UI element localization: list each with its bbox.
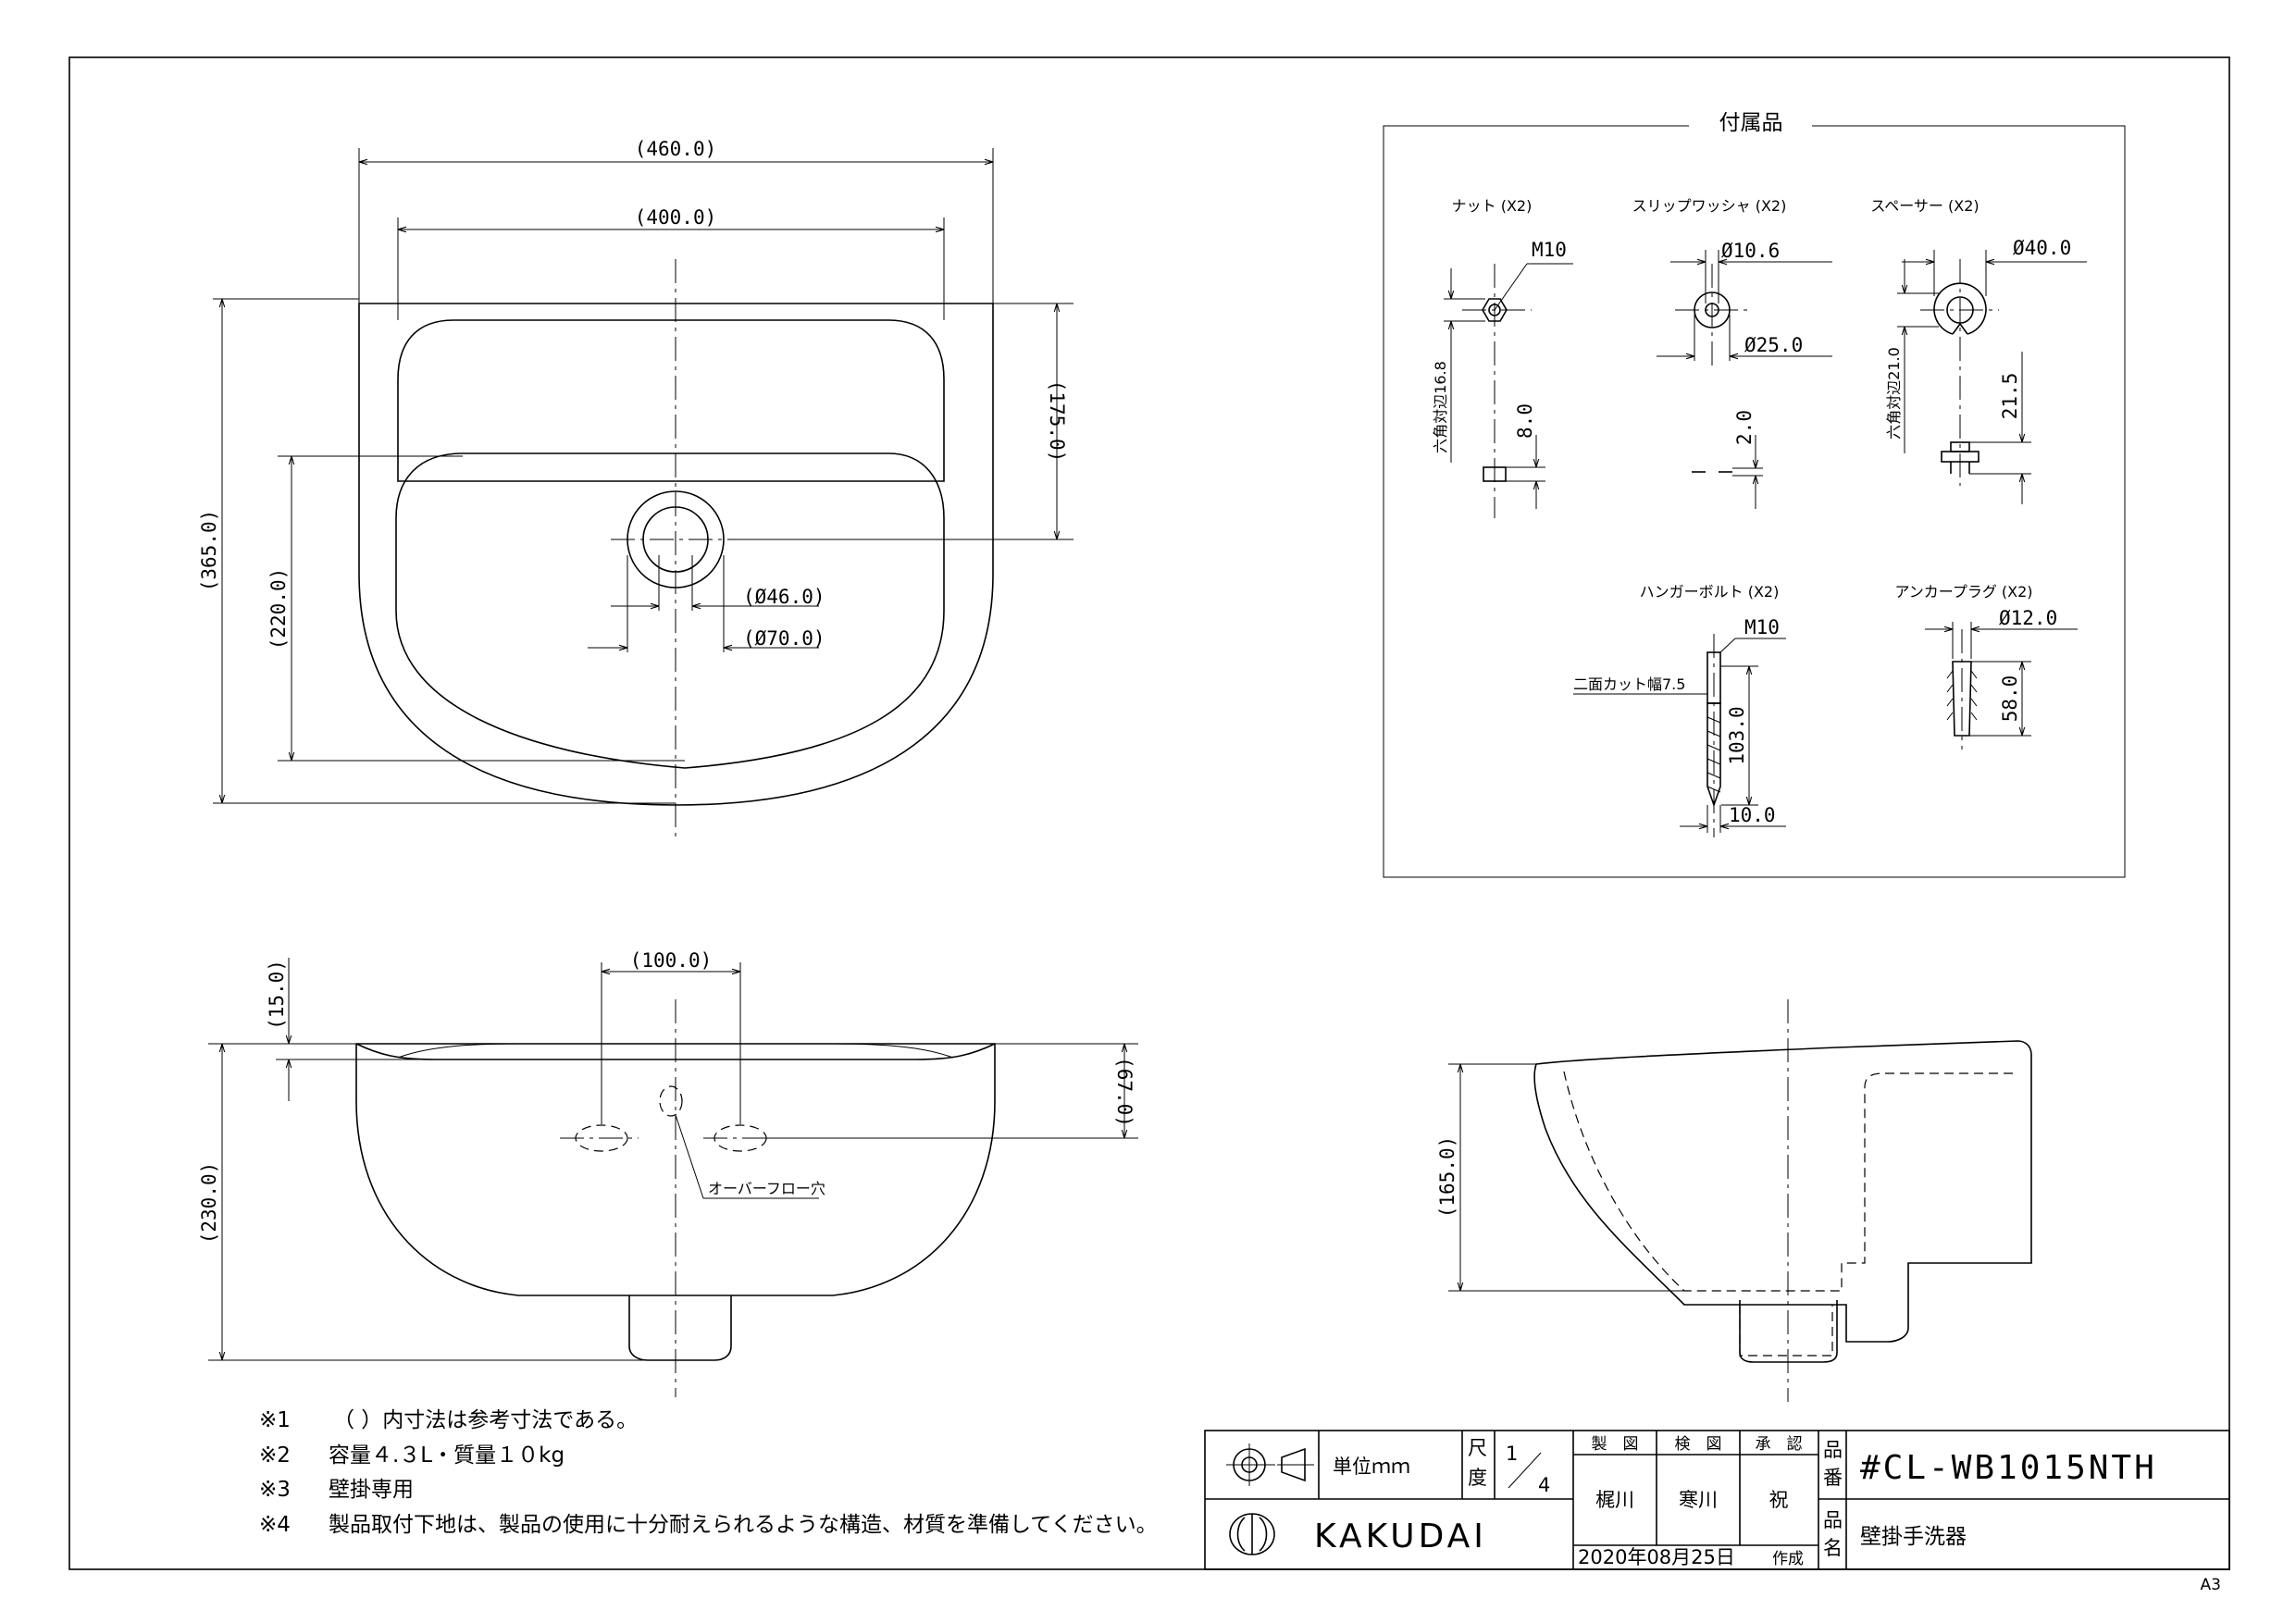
- notes: ※1 （ ）内寸法は参考寸法である。 ※2 容量４.３L・質量１０kg ※3 壁…: [259, 1408, 1158, 1537]
- scale-label-2: 度: [1468, 1467, 1487, 1489]
- washer-label: スリップワッシャ (X2): [1632, 197, 1787, 215]
- note-2-mark: ※2: [259, 1443, 291, 1468]
- washer-inner: Ø10.6: [1721, 240, 1780, 262]
- dim-phi46: (Ø46.0): [743, 586, 825, 608]
- role-checker: 検 図: [1675, 1435, 1722, 1454]
- note-1-mark: ※1: [259, 1408, 291, 1432]
- dim-phi70: (Ø70.0): [743, 627, 825, 650]
- dim-230: (230.0): [198, 1162, 220, 1245]
- accessories-box: 付属品 ナット (X2) M10 六角対辺16.8 8.0 スリップワッシャ (…: [1383, 111, 2126, 878]
- product-name: 壁掛手洗器: [1860, 1525, 1967, 1549]
- dim-220: (220.0): [267, 568, 290, 650]
- part-no-label-2: 番: [1823, 1467, 1843, 1489]
- dim-365: (365.0): [198, 510, 220, 592]
- bolt-thread: M10: [1744, 616, 1780, 638]
- bolt-cut: 二面カット幅7.5: [1573, 675, 1685, 693]
- note-3-text: 壁掛専用: [329, 1478, 414, 1502]
- sheet-size: A3: [2201, 1576, 2221, 1594]
- washer-thickness: 2.0: [1733, 410, 1756, 445]
- creation-date: 2020年08月25日: [1578, 1546, 1735, 1568]
- role-drafter: 製 図: [1592, 1435, 1639, 1454]
- creation-date-suffix: 作成: [1772, 1550, 1804, 1568]
- name-approver: 祝: [1769, 1489, 1789, 1511]
- side-view: (165.0): [1436, 999, 2032, 1402]
- washer-outer: Ø25.0: [1744, 334, 1803, 356]
- nut-hex: 六角対辺16.8: [1432, 361, 1449, 453]
- projection-symbol-icon: [1226, 1443, 1314, 1486]
- note-3-mark: ※3: [259, 1478, 291, 1502]
- nut-label: ナット (X2): [1452, 197, 1533, 215]
- sheet-border: [68, 56, 2230, 1570]
- part-number: #CL-WB1015NTH: [1860, 1449, 2157, 1487]
- bolt-bottom: 10.0: [1729, 804, 1776, 826]
- plan-view: (460.0) (400.0) (175.0) (365.0) (220.0) …: [198, 138, 1074, 842]
- bolt-label: ハンガーボルト (X2): [1640, 583, 1780, 601]
- role-approver: 承 認: [1756, 1435, 1803, 1454]
- name-drafter: 梶川: [1595, 1489, 1634, 1511]
- note-1-text: （ ）内寸法は参考寸法である。: [333, 1408, 638, 1432]
- unit-label: 単位ｍｍ: [1333, 1456, 1410, 1478]
- note-4-mark: ※4: [259, 1513, 291, 1537]
- dim-165: (165.0): [1436, 1136, 1458, 1219]
- scale-label-1: 尺: [1468, 1437, 1487, 1459]
- scale-denominator: 4: [1538, 1474, 1550, 1496]
- bolt-length: 103.0: [1726, 706, 1748, 764]
- spacer-hex: 六角対辺21.0: [1885, 347, 1903, 440]
- part-no-label-1: 品: [1823, 1439, 1843, 1461]
- dim-100: (100.0): [630, 949, 713, 972]
- dim-400: (400.0): [635, 206, 717, 229]
- scale-numerator: 1: [1506, 1443, 1518, 1465]
- nut-height: 8.0: [1514, 403, 1536, 439]
- dim-460: (460.0): [635, 138, 717, 160]
- overflow-label: オーバーフロー穴: [708, 1180, 825, 1197]
- dim-175: (175.0): [1046, 380, 1068, 463]
- front-view: オーバーフロー穴 (100.0) (15.0) (67.0) (230.0): [198, 949, 1138, 1397]
- accessories-title: 付属品: [1719, 111, 1783, 135]
- dim-67: (67.0): [1113, 1057, 1136, 1127]
- plug-label: アンカープラグ (X2): [1894, 583, 2032, 601]
- dim-15: (15.0): [266, 960, 288, 1030]
- name-checker: 寒川: [1679, 1489, 1718, 1511]
- note-4-text: 製品取付下地は、製品の使用に十分耐えられるような構造、材質を準備してください。: [329, 1513, 1158, 1537]
- spacer-outer: Ø40.0: [2013, 237, 2071, 259]
- spacer-height: 21.5: [1999, 373, 2021, 420]
- plug-dia: Ø12.0: [1999, 607, 2057, 629]
- nut-thread: M10: [1532, 239, 1567, 261]
- plug-length: 58.0: [1999, 675, 2021, 723]
- kakudai-logo-icon: [1229, 1513, 1275, 1555]
- product-name-label-1: 品: [1823, 1509, 1843, 1531]
- title-block: 単位ｍｍ 尺 度 1 4 製 図 検 図 承 認 梶川 寒川 祝 2020年08…: [1204, 1430, 2230, 1570]
- brand-name: KAKUDAI: [1314, 1518, 1487, 1555]
- note-2-text: 容量４.３L・質量１０kg: [329, 1443, 565, 1468]
- product-name-label-2: 名: [1823, 1537, 1843, 1559]
- spacer-label: スペーサー (X2): [1870, 197, 1979, 215]
